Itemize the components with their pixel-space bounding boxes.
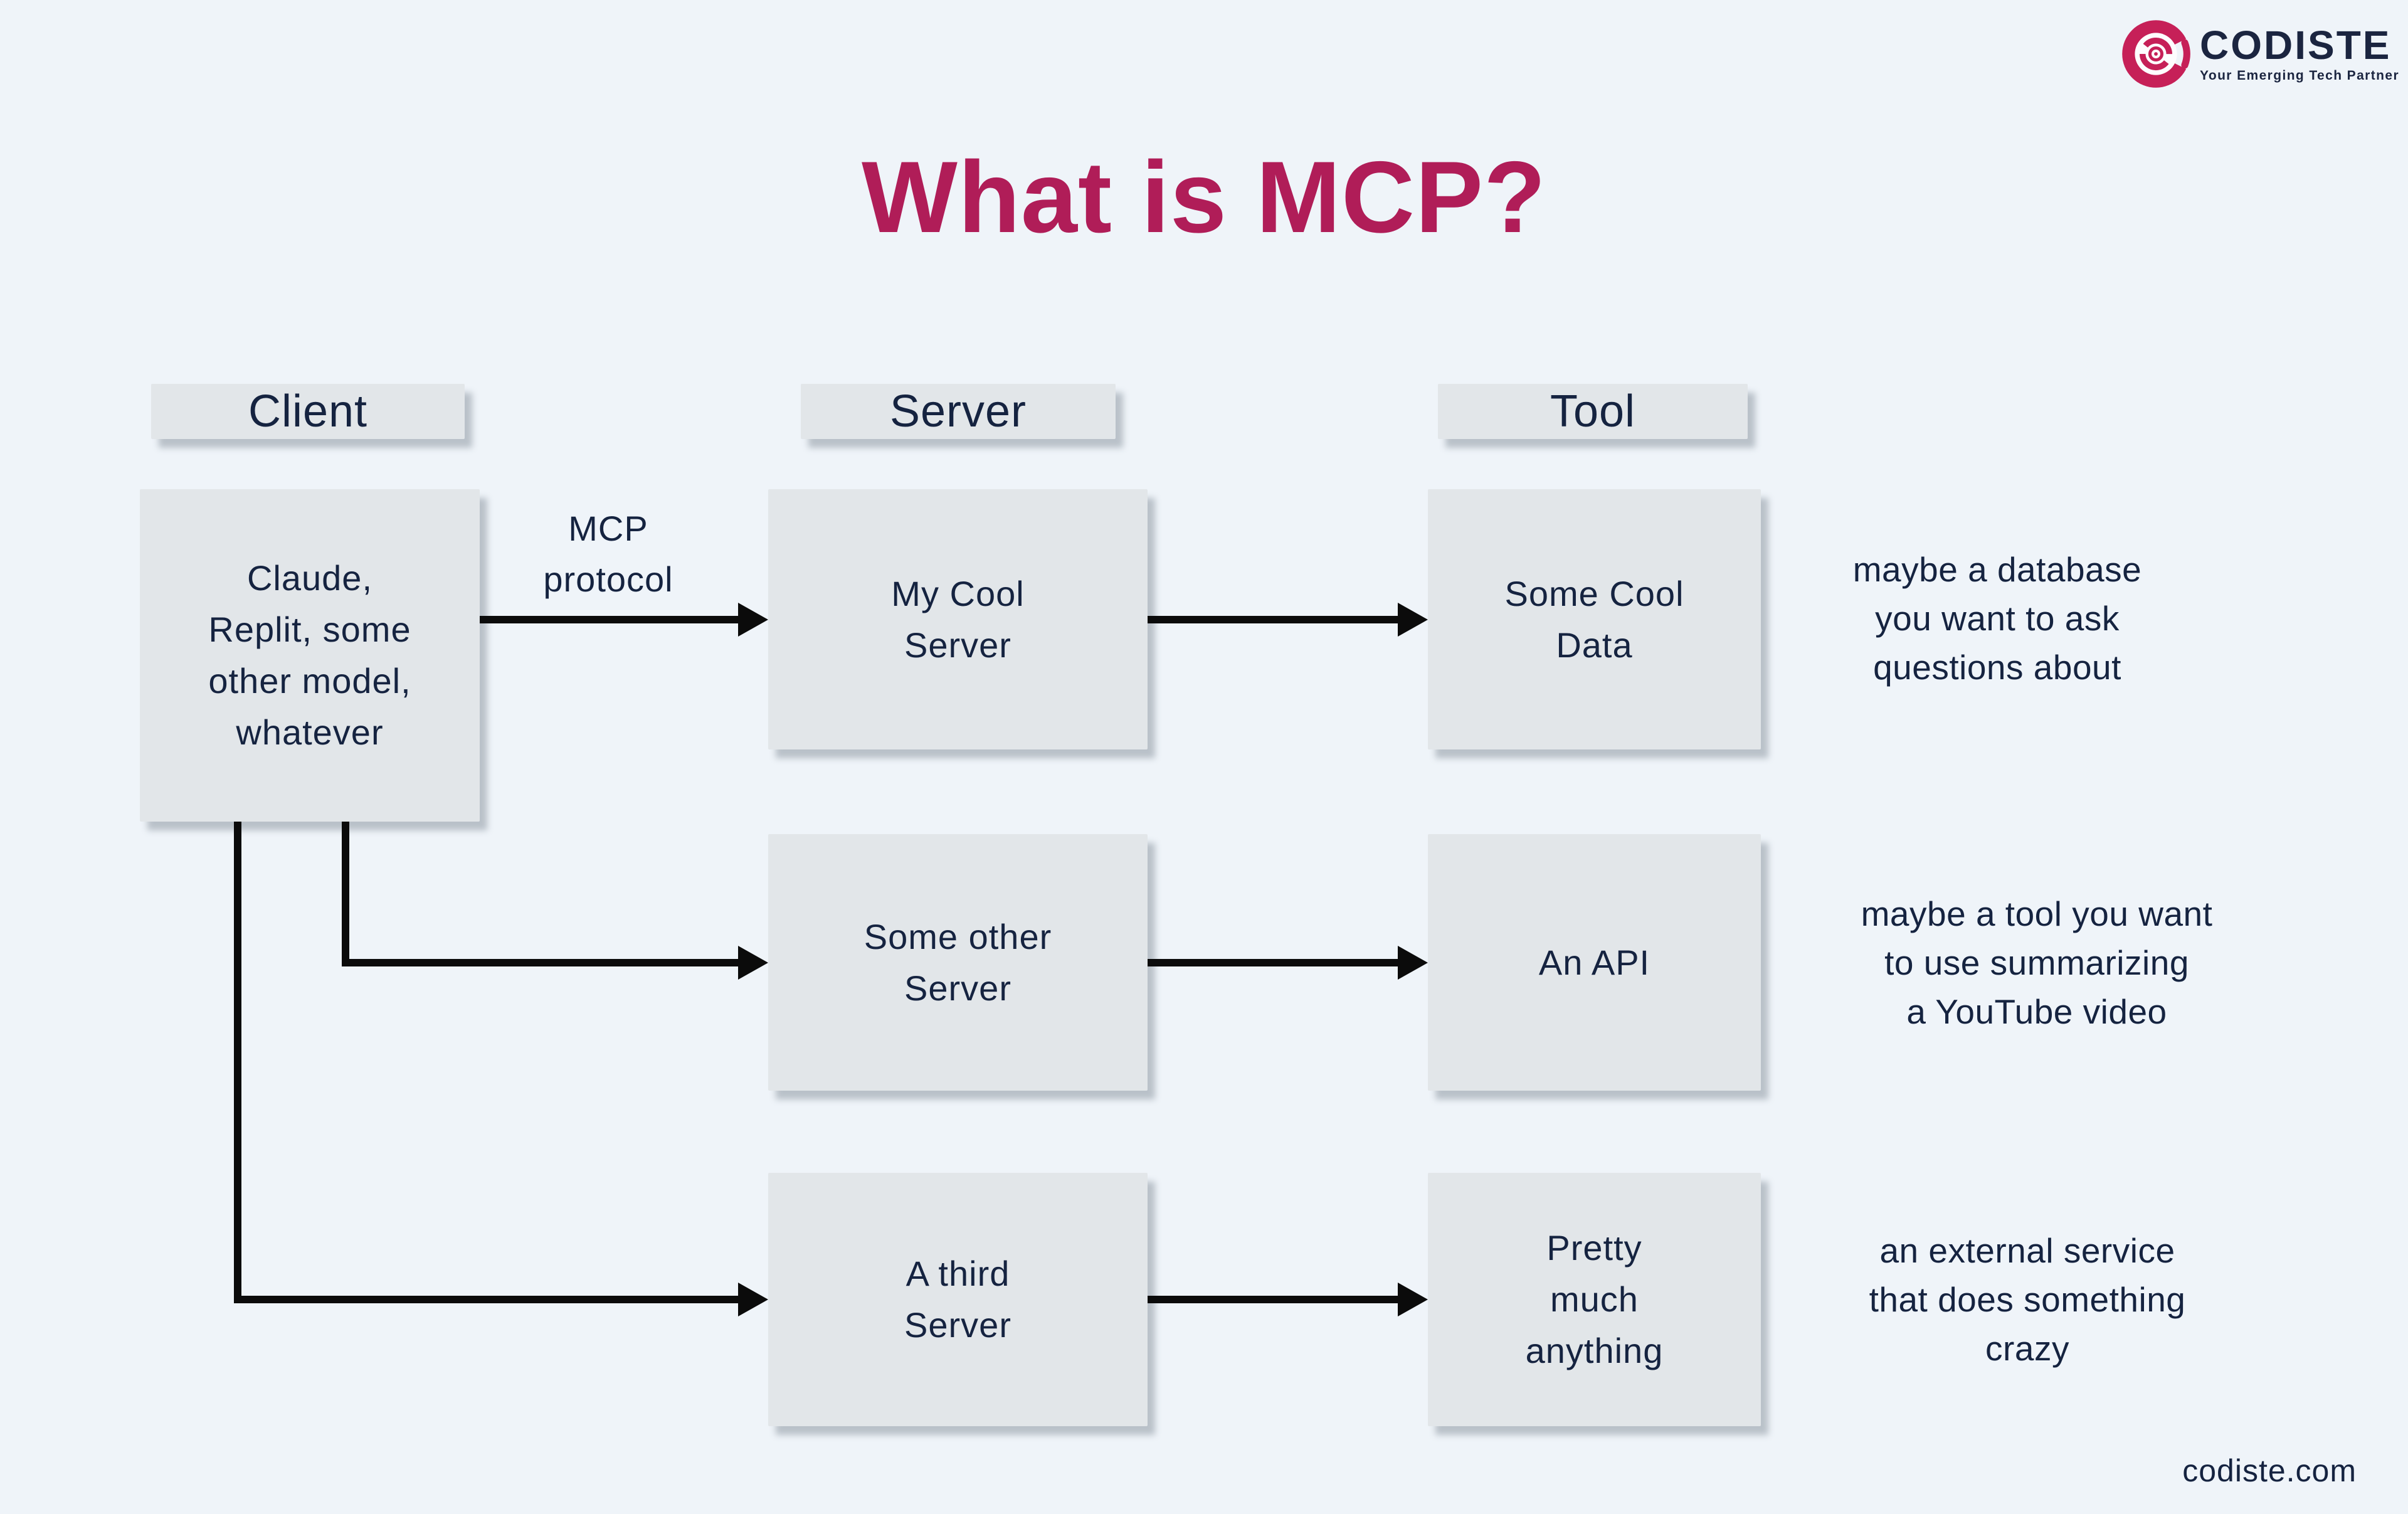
arrow-server2-to-tool2-icon [1148,946,1428,980]
codiste-logo-text: CODISTE Your Emerging Tech Partner [2200,24,2399,83]
arrow-client-to-server1-icon [480,603,768,637]
logo-wordmark: CODISTE [2200,23,2392,68]
tool-node-some-cool-data: Some Cool Data [1428,489,1761,749]
website-footer: codiste.com [2182,1453,2357,1488]
tool-node-an-api: An API [1428,834,1761,1091]
client-node: Claude, Replit, some other model, whatev… [140,489,480,822]
logo-tagline: Your Emerging Tech Partner [2200,68,2400,83]
page-title: What is MCP? [862,140,1546,254]
mcp-protocol-label: MCP protocol [543,509,673,599]
tool-node-pretty-much-anything: Pretty much anything [1428,1173,1761,1426]
server-node-a-third-server: A third Server [768,1173,1148,1426]
arrow-client-to-server2-icon [342,946,768,980]
connector-client-to-server2-vertical [342,822,349,966]
column-header-server: Server [801,384,1116,439]
arrow-client-to-server3-icon [234,1283,768,1316]
arrow-server1-to-tool1-icon [1148,603,1428,637]
tool-note-youtube: maybe a tool you want to use summarizing… [1861,894,2213,1031]
codiste-logo: CODISTE Your Emerging Tech Partner [2121,19,2399,89]
connector-client-to-server3-vertical [234,822,241,1303]
tool-note-external-service: an external service that does something … [1869,1231,2186,1368]
column-header-tool: Tool [1438,384,1748,439]
tool-note-database: maybe a database you want to ask questio… [1852,550,2142,687]
column-header-client: Client [151,384,465,439]
arrow-server3-to-tool3-icon [1148,1283,1428,1316]
codiste-logo-icon [2122,20,2191,88]
server-node-my-cool-server: My Cool Server [768,489,1148,749]
server-node-some-other-server: Some other Server [768,834,1148,1091]
